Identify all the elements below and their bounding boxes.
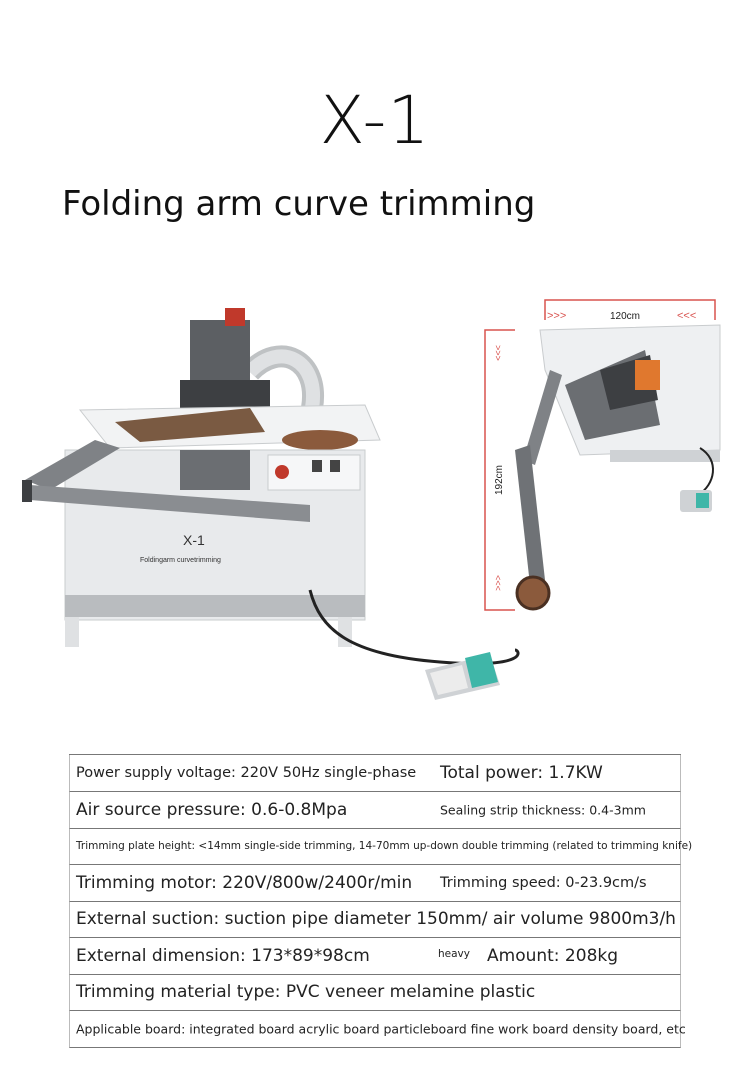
spec-material-type: Trimming material type: PVC veneer melam… (76, 982, 536, 1003)
product-subtitle: Folding arm curve trimming (62, 184, 536, 224)
spec-plate-height: Trimming plate height: <14mm single-side… (76, 840, 693, 853)
spec-external-suction: External suction: suction pipe diameter … (76, 909, 676, 930)
spec-row: Trimming material type: PVC veneer melam… (69, 974, 681, 1011)
spec-table: Power supply voltage: 220V 50Hz single-p… (69, 754, 692, 1048)
spec-row: Trimming plate height: <14mm single-side… (69, 828, 692, 865)
width-label: 120cm (610, 311, 640, 322)
height-arrows-down: >>> (493, 345, 503, 361)
machine-photo: X-1 Foldingarm curvetrimming (22, 308, 520, 700)
spec-row: Trimming motor: 220V/800w/2400r/min Trim… (69, 865, 681, 902)
panel-caption-label: Foldingarm curvetrimming (140, 557, 221, 564)
spec-air-pressure: Air source pressure: 0.6-0.8Mpa (76, 799, 348, 820)
dimension-photo: >>> <<< 120cm 192cm >>> <<< (484, 299, 721, 611)
spec-row: Air source pressure: 0.6-0.8Mpa Sealing … (69, 792, 681, 829)
spec-row: Applicable board: integrated board acryl… (69, 1011, 686, 1048)
spec-trimming-speed: Trimming speed: 0-23.9cm/s (440, 874, 647, 891)
spec-strip-thickness: Sealing strip thickness: 0.4-3mm (440, 802, 646, 818)
height-arrows-up: <<< (493, 575, 503, 591)
spec-power-supply: Power supply voltage: 220V 50Hz single-p… (76, 765, 417, 781)
spec-trimming-motor: Trimming motor: 220V/800w/2400r/min (76, 872, 413, 893)
spec-heavy-label: heavy (438, 948, 470, 960)
spec-row: Power supply voltage: 220V 50Hz single-p… (69, 755, 681, 792)
height-label: 192cm (494, 465, 505, 495)
model-title: X-1 (319, 82, 431, 159)
width-arrows-left: >>> (547, 310, 566, 322)
spec-total-power: Total power: 1.7KW (440, 763, 603, 783)
width-arrows-right: <<< (677, 310, 696, 322)
spec-row: External suction: suction pipe diameter … (69, 901, 681, 938)
spec-external-dimension: External dimension: 173*89*98cm (76, 945, 370, 966)
spec-weight: Amount: 208kg (487, 945, 619, 966)
spec-row: External dimension: 173*89*98cm heavy Am… (69, 938, 681, 975)
panel-model-label: X-1 (183, 532, 205, 548)
spec-applicable-board: Applicable board: integrated board acryl… (76, 1021, 686, 1037)
